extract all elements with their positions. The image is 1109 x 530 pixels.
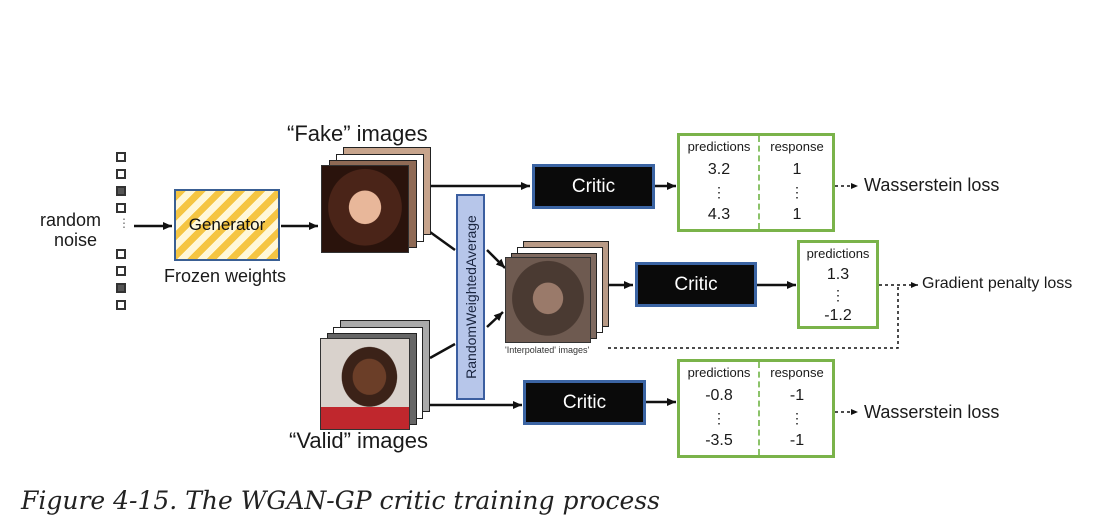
- interpolated-face-image: [505, 257, 591, 343]
- response-header: response: [770, 365, 824, 380]
- arrow-valid-to-rwa: [429, 342, 456, 360]
- noise-cell: [116, 169, 126, 179]
- noise-label-line1: random: [40, 210, 102, 230]
- critic-bottom-label: Critic: [562, 391, 607, 413]
- fake-face-image: [321, 165, 409, 253]
- column-divider: [758, 136, 760, 229]
- prediction-value: 1.3: [826, 266, 850, 283]
- response-ellipsis: ⋮: [790, 184, 804, 200]
- generator-label: Generator: [188, 215, 266, 234]
- noise-cell: [116, 203, 126, 213]
- critic-middle-label: Critic: [674, 273, 718, 295]
- gradient-penalty-loss-label: Gradient penalty loss: [922, 275, 1073, 292]
- response-header: response: [770, 139, 824, 154]
- noise-cell: [116, 152, 126, 162]
- predictions-table-top: predictions 3.2 ⋮ 4.3 response 1 ⋮ 1: [677, 133, 835, 232]
- predictions-header: predictions: [687, 139, 751, 154]
- prediction-value: -3.5: [705, 432, 733, 449]
- prediction-ellipsis: ⋮: [831, 287, 845, 303]
- response-column: response -1 ⋮ -1: [760, 362, 834, 455]
- predictions-table-middle: predictions 1.3 ⋮ -1.2: [797, 240, 879, 329]
- critic-middle: Critic: [635, 262, 757, 307]
- response-ellipsis: ⋮: [790, 410, 804, 426]
- noise-label-line2: noise: [54, 230, 98, 250]
- column-divider: [758, 362, 760, 455]
- wasserstein-loss-top-label: Wasserstein loss: [864, 175, 1000, 195]
- random-weighted-average-label: RandomWeightedAverage: [462, 215, 479, 379]
- noise-cell: [116, 266, 126, 276]
- response-column: response 1 ⋮ 1: [760, 136, 834, 229]
- critic-bottom: Critic: [523, 380, 646, 425]
- predictions-header: predictions: [687, 365, 751, 380]
- fake-images-label: “Fake” images: [287, 121, 428, 146]
- noise-cell: [116, 283, 126, 293]
- generator-block: Generator: [174, 189, 280, 261]
- arrow-rwa-to-interpolated-b: [486, 311, 504, 328]
- predictions-table-bottom: predictions -0.8 ⋮ -3.5 response -1 ⋮ -1: [677, 359, 835, 458]
- noise-cell: [116, 300, 126, 310]
- prediction-value: -0.8: [705, 387, 733, 404]
- predictions-column: predictions 1.3 ⋮ -1.2: [800, 243, 876, 326]
- noise-cell: [116, 249, 126, 259]
- response-value: 1: [792, 161, 802, 178]
- prediction-ellipsis: ⋮: [712, 184, 726, 200]
- prediction-value: -1.2: [824, 307, 852, 324]
- valid-face-image: [320, 338, 410, 430]
- prediction-value: 4.3: [707, 206, 731, 223]
- predictions-header: predictions: [806, 246, 870, 261]
- predictions-column: predictions -0.8 ⋮ -3.5: [680, 362, 758, 455]
- response-value: -1: [789, 387, 805, 404]
- response-value: -1: [789, 432, 805, 449]
- dashed-interpolated-to-gradient-penalty: [608, 286, 899, 349]
- figure-caption: Figure 4-15. The WGAN-GP critic training…: [21, 486, 660, 515]
- frozen-weights-label: Frozen weights: [164, 266, 287, 286]
- valid-images-label: “Valid” images: [289, 428, 428, 453]
- arrow-rwa-to-interpolated-a: [486, 249, 506, 269]
- arrow-fake-to-rwa: [429, 230, 456, 252]
- critic-top: Critic: [532, 164, 655, 209]
- prediction-ellipsis: ⋮: [712, 410, 726, 426]
- predictions-column: predictions 3.2 ⋮ 4.3: [680, 136, 758, 229]
- noise-cell: [116, 186, 126, 196]
- prediction-value: 3.2: [707, 161, 731, 178]
- noise-ellipsis: ⋮: [118, 216, 130, 230]
- interpolated-images-label: 'Interpolated' images': [505, 345, 590, 355]
- response-value: 1: [792, 206, 802, 223]
- wasserstein-loss-bottom-label: Wasserstein loss: [864, 402, 1000, 422]
- random-weighted-average-block: RandomWeightedAverage: [456, 194, 485, 400]
- critic-top-label: Critic: [571, 175, 616, 197]
